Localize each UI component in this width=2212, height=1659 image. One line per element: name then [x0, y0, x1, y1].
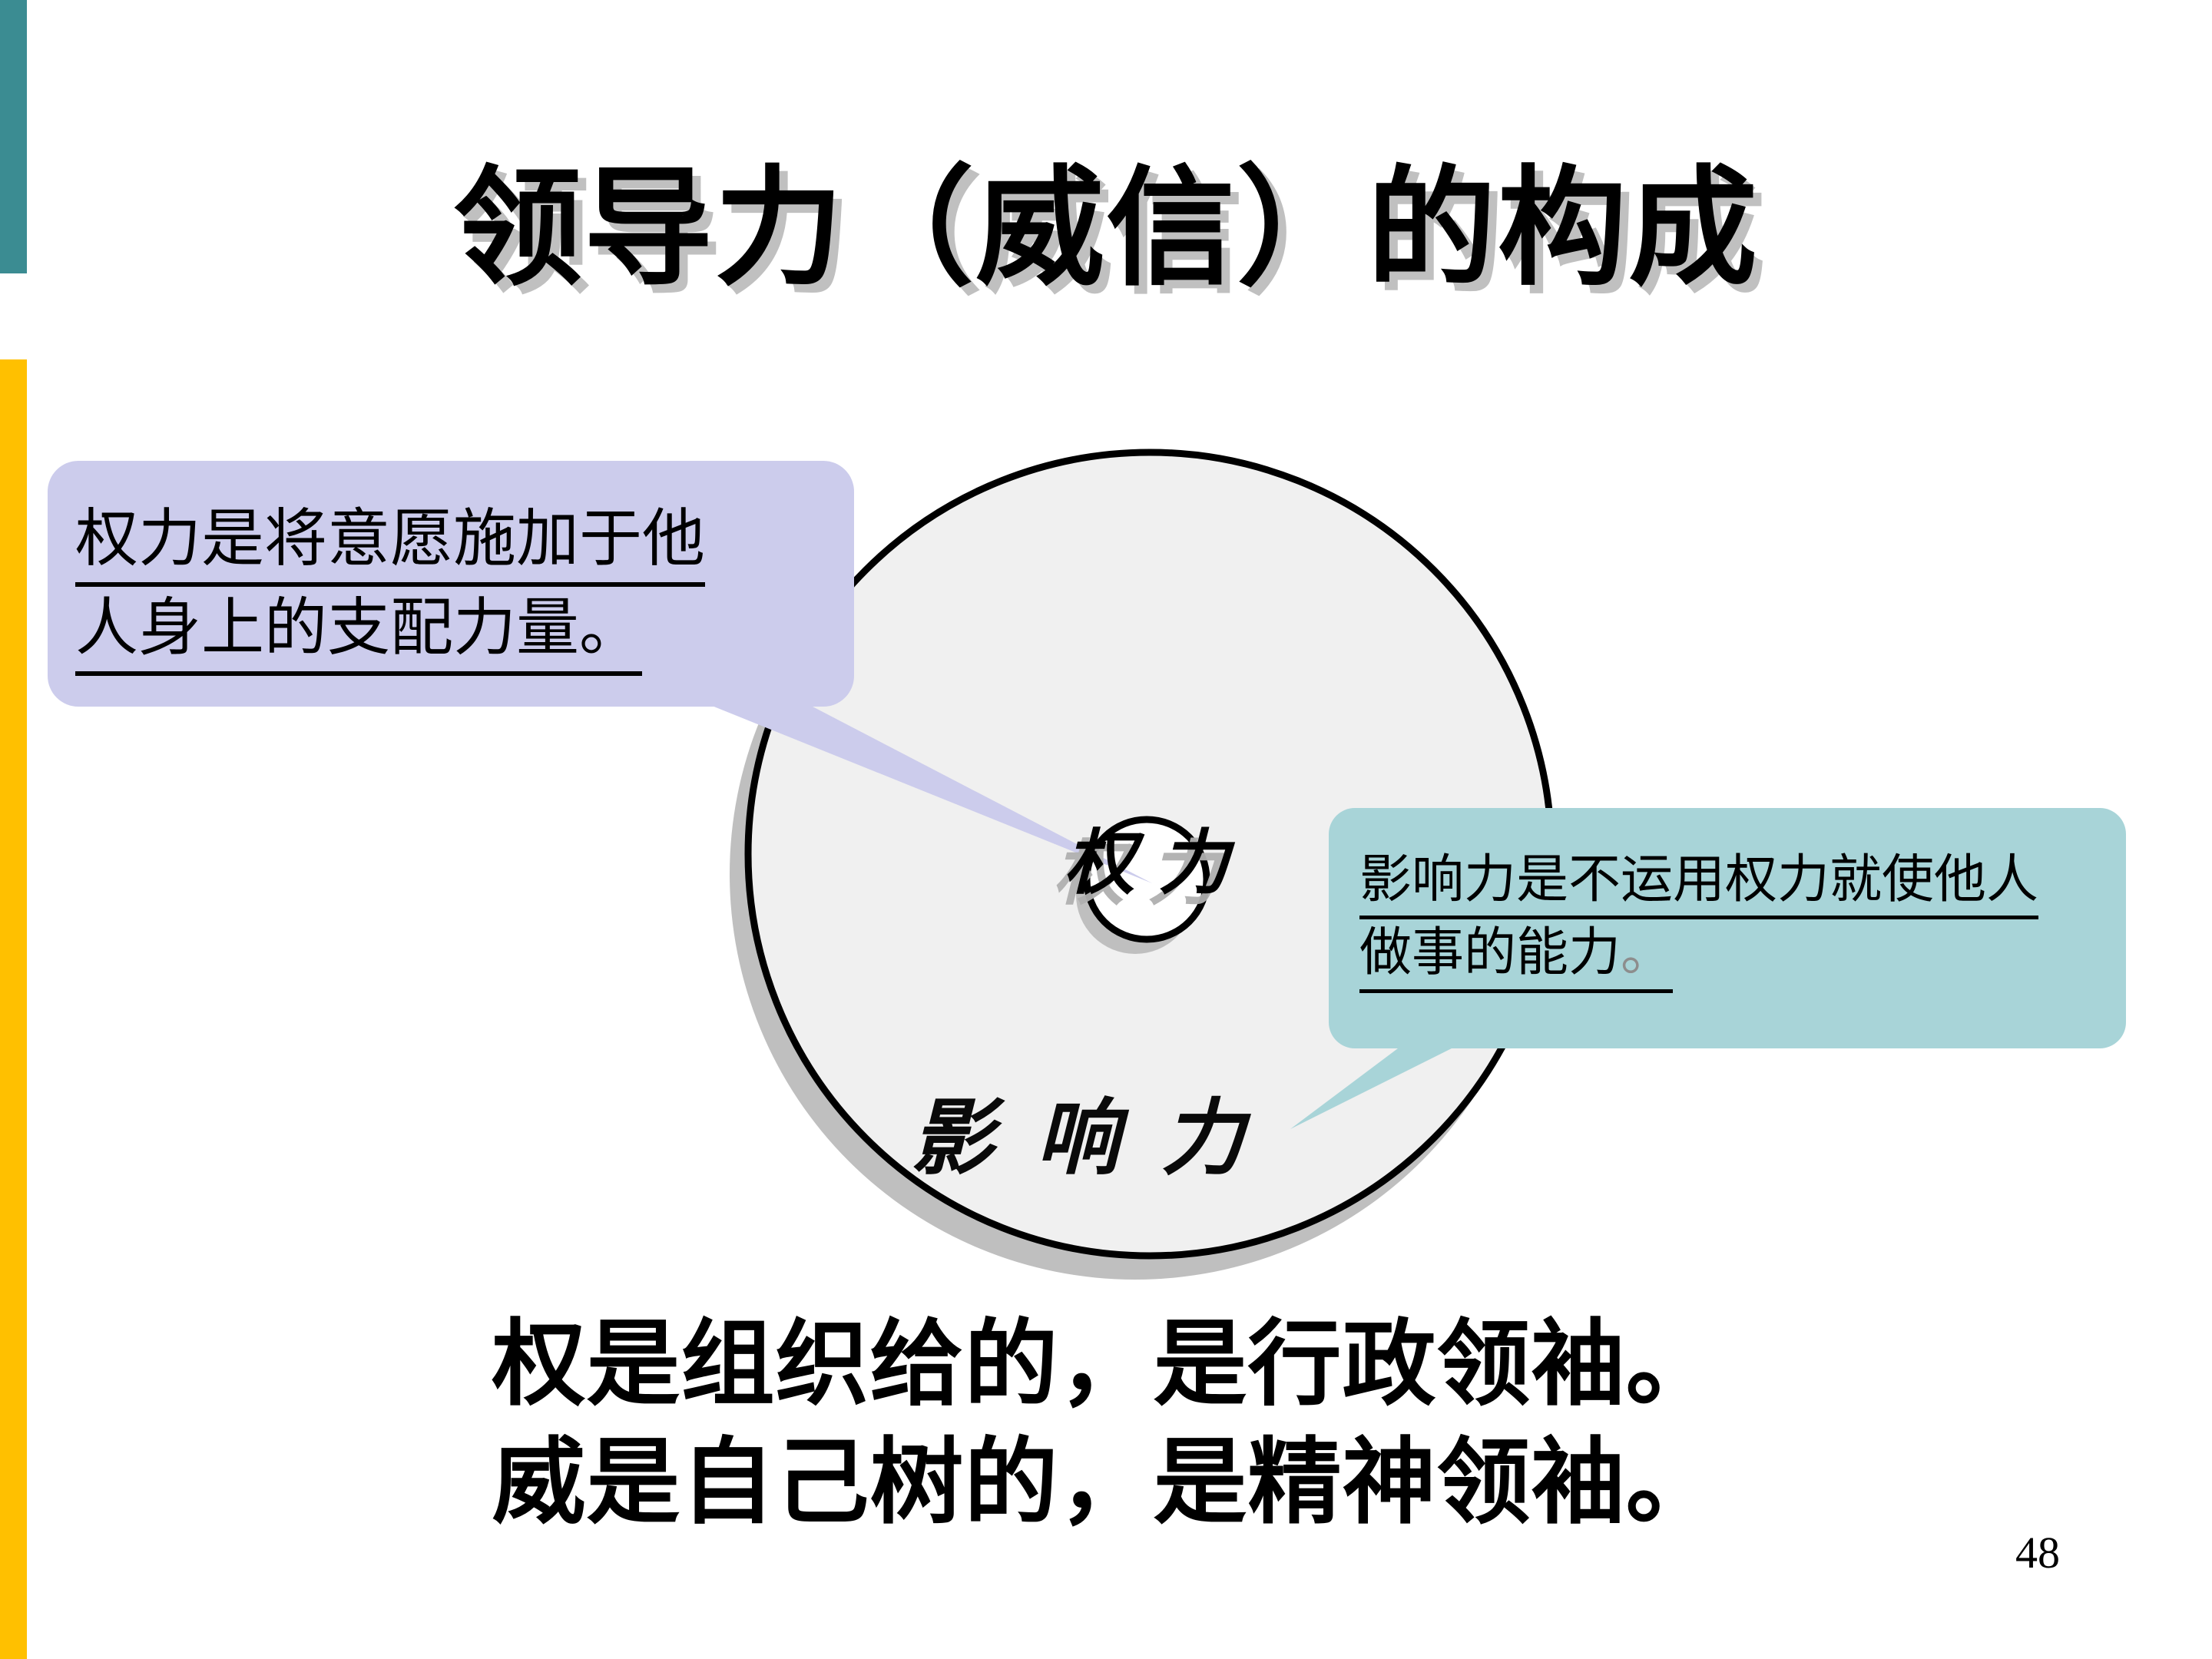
- yellow-accent-bar: [0, 359, 27, 1659]
- teal-accent-bar: [0, 0, 27, 273]
- callout-influence-tail: [1290, 1014, 1521, 1129]
- callout-power-line2: 人身上的支配力量。: [75, 587, 643, 677]
- callout-power-line1: 权力是将意愿施加于他: [75, 498, 706, 588]
- bottom-statement-line1: 权是组织给的，是行政领袖。: [492, 1310, 1720, 1419]
- outer-circle-label: 影 响 力: [910, 1094, 1255, 1185]
- page-number: 48: [2015, 1528, 2060, 1578]
- bottom-statement-line2: 威是自己树的，是精神领袖。: [492, 1427, 1720, 1537]
- callout-power-text: 权力是将意愿施加于他 人身上的支配力量。: [75, 498, 843, 677]
- bottom-statement: 权是组织给的，是行政领袖。 威是自己树的，是精神领袖。: [0, 1306, 2212, 1541]
- callout-influence-line1: 影响力是不运用权力就使他人: [1359, 846, 2039, 920]
- callout-influence-text: 影响力是不运用权力就使他人 做事的能力。: [1359, 846, 2135, 993]
- callout-influence-line2: 做事的能力。: [1359, 919, 1674, 993]
- callout-influence-line2-period: 。: [1621, 922, 1674, 984]
- page-title: 领导力（威信）的构成: [453, 153, 1759, 303]
- inner-circle-label: 权 力: [1064, 824, 1233, 902]
- callout-influence-line2-main: 做事的能力: [1359, 922, 1621, 984]
